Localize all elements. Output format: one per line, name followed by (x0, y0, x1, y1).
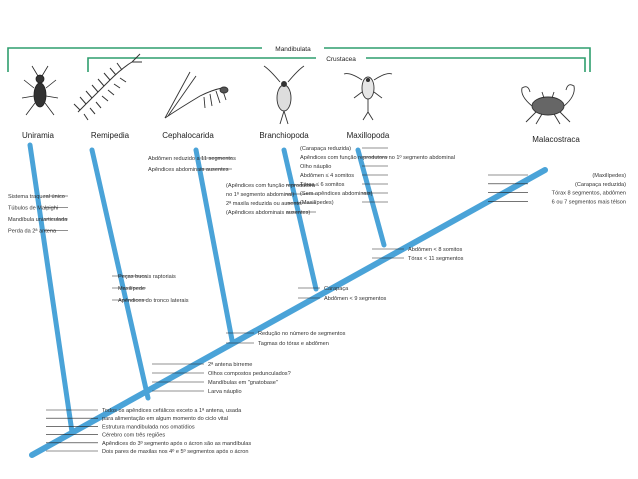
trait-maxillopoda-4: Tórax ≤ 6 somitos (300, 182, 345, 188)
crab-icon (521, 84, 575, 125)
trait-base-2: Estrutura mandibulada nos omatídios (102, 424, 195, 430)
trait-node-remipedia-0: 2ª antena birreme (208, 361, 252, 368)
taxon-branchiopoda: Branchiopoda (259, 131, 309, 140)
cephalocarid-icon (164, 71, 229, 119)
taxon-uniramia: Uniramia (22, 131, 55, 140)
trait-uniramia-0: Sistema traqueal único (8, 194, 65, 200)
trait-branchiopoda-3: (Apêndices abdominais ausentes) (226, 210, 310, 216)
taxon-cephalocarida: Cephalocarida (162, 131, 214, 140)
trait-malacostraca-2: Tórax 8 segmentos, abdômen (552, 191, 626, 197)
branch-main (29, 167, 548, 458)
trait-malacostraca-0: (Maxilípedes) (592, 173, 626, 179)
trait-node-maxillo-malaco-0: Abdômen < 8 somitos (408, 247, 462, 253)
trait-malacostraca-3: 6 ou 7 segmentos mais télson (552, 199, 626, 205)
trait-uniramia-2: Mandíbula uniarticulada (8, 217, 68, 223)
taxon-remipedia: Remipedia (91, 131, 130, 140)
branch-maxillopoda (355, 147, 387, 248)
trait-node-branchio-1: Abdômen < 9 segmentos (324, 296, 387, 302)
trait-maxillopoda-0: (Carapaça reduzida) (300, 146, 351, 152)
trait-maxillopoda-6: (Maxilípedes) (300, 200, 334, 206)
trait-node-remipedia-2: Mandíbulas em "gnatobase" (208, 380, 278, 386)
trait-branchiopoda-2: 2ª maxila reduzida ou ausente (226, 200, 301, 207)
taxon-malacostraca: Malacostraca (532, 135, 580, 144)
trait-maxillopoda-3: Abdômen ≤ 4 somitos (300, 173, 354, 179)
trait-cephalocarida-0: Abdômen reduzido a 11 segmentos (148, 156, 236, 162)
trait-base-4: Apêndices do 3º segmento após o ácron sã… (102, 440, 251, 447)
trait-base-5: Dois pares de maxilas nos 4º e 5º segmen… (102, 448, 249, 455)
trait-maxillopoda-5: (Sem apêndices abdominais) (300, 191, 373, 197)
mandibulata-bracket: Mandibulata (7, 43, 591, 72)
trait-remipedia-1: Maxilípede (118, 286, 145, 292)
trait-remipedia-2: Apêndices do tronco laterais (118, 298, 189, 304)
trait-cephalocarida-1: Apêndices abdominais ausentes (148, 167, 229, 173)
trait-node-remipedia-1: Olhos compostos pedunculados? (208, 371, 291, 377)
trait-node-remipedia-3: Larva náuplio (208, 389, 242, 395)
branch-uniramia (27, 142, 75, 435)
taxon-maxillopoda: Maxillopoda (347, 131, 390, 140)
copepod-icon (343, 73, 393, 121)
branches (27, 142, 548, 458)
trait-base-0: Todos os apêndices cefálicos exceto a 1ª… (102, 407, 242, 414)
trait-base-3: Cérebro com três regiões (102, 433, 165, 439)
crustacea-bracket: Crustacea (87, 53, 586, 72)
beetle-icon (21, 65, 59, 116)
trait-remipedia-0: Peças bucais raptoriais (118, 274, 176, 280)
remipede-icon (73, 53, 142, 121)
branch-cephalocarida (193, 147, 235, 343)
branch-branchiopoda (281, 147, 319, 292)
trait-base-1: para alimentação em algum momento do cic… (102, 416, 228, 422)
trait-node-branchio-0: Carapaça (324, 286, 349, 292)
trait-uniramia-3: Perda da 2ª antena (8, 228, 57, 235)
trait-maxillopoda-2: Olho náuplio (300, 164, 331, 170)
crustacea-label: Crustacea (326, 56, 356, 63)
trait-node-maxillo-malaco-1: Tórax < 11 segmentos (408, 256, 464, 262)
trait-node-cephalo-1: Tagmas do tórax e abdômen (258, 341, 329, 347)
trait-malacostraca-1: (Carapaça reduzida) (575, 182, 626, 188)
branch-remipedia (89, 147, 151, 401)
trait-branchiopoda-0: (Apêndices com função reprodutora (226, 183, 316, 189)
branchiopod-icon (263, 65, 305, 125)
trait-maxillopoda-1: Apêndices com função reprodutora no 1º s… (300, 154, 455, 161)
mandibulata-label: Mandibulata (275, 46, 311, 53)
trait-uniramia-1: Túbulos de Malpighi (8, 206, 58, 212)
trait-branchiopoda-1: no 1º segmento abdominal) (226, 191, 294, 198)
trait-node-cephalo-0: Redução no número de segmentos (258, 331, 346, 337)
